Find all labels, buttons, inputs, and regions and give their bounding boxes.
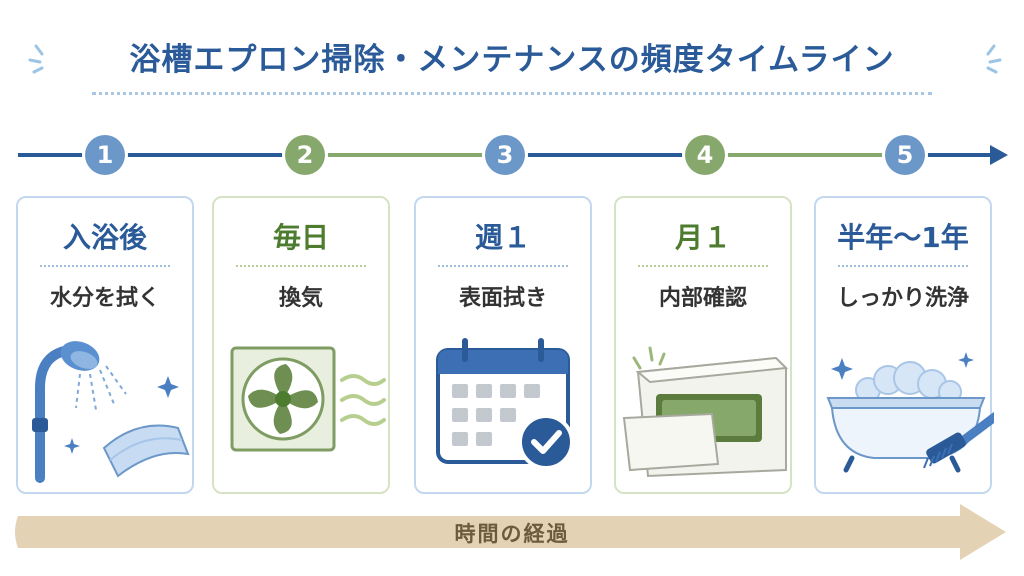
card-task-label: 内部確認: [658, 286, 747, 311]
card-divider: [838, 265, 968, 267]
step-card-half-year: 半年〜1年 しっかり洗浄: [814, 196, 994, 494]
card-divider: [638, 265, 768, 267]
time-axis-label: 時間の経過: [454, 522, 570, 546]
card-frequency-label: 月１: [674, 221, 731, 254]
step-card-weekly: 週１ 表面拭き: [414, 196, 592, 494]
step-2-number: 2: [285, 135, 325, 175]
step-3-number: 3: [485, 135, 525, 175]
card-frequency-label: 半年〜1年: [837, 221, 969, 254]
step-card-daily: 毎日 換気: [212, 196, 390, 494]
card-task-label: 換気: [278, 286, 323, 311]
bathtub-apron-icon: [622, 346, 789, 478]
time-arrow: [15, 504, 1006, 560]
page-title: 浴槽エプロン掃除・メンテナンスの頻度タイムライン: [129, 42, 895, 78]
card-frequency-label: 入浴後: [62, 221, 147, 254]
card-divider: [40, 265, 170, 267]
card-divider: [236, 265, 366, 267]
title-divider: [92, 92, 932, 95]
card-task-label: 表面拭き: [458, 286, 547, 311]
sparkle-right-icon: [986, 44, 1002, 74]
ventilation-fan-icon: [230, 346, 386, 452]
bathtub-brush-icon: [826, 352, 994, 473]
card-frequency-label: 毎日: [272, 221, 329, 254]
card-task-label: 水分を拭く: [49, 286, 160, 311]
card-task-label: しっかり洗浄: [836, 286, 969, 311]
step-card-monthly: 月１ 内部確認: [614, 196, 792, 494]
sparkle-left-icon: [28, 44, 44, 74]
step-1-number: 1: [85, 135, 125, 175]
step-card-after-bath: 入浴後 水分を拭く: [16, 196, 194, 494]
card-divider: [438, 265, 568, 267]
card-frequency-label: 週１: [474, 221, 531, 254]
timeline-arrowhead-icon: [990, 145, 1008, 165]
step-4-number: 4: [685, 135, 725, 175]
step-5-number: 5: [885, 135, 925, 175]
calendar-check-icon: [436, 338, 574, 470]
shower-towel-icon: [32, 341, 190, 483]
